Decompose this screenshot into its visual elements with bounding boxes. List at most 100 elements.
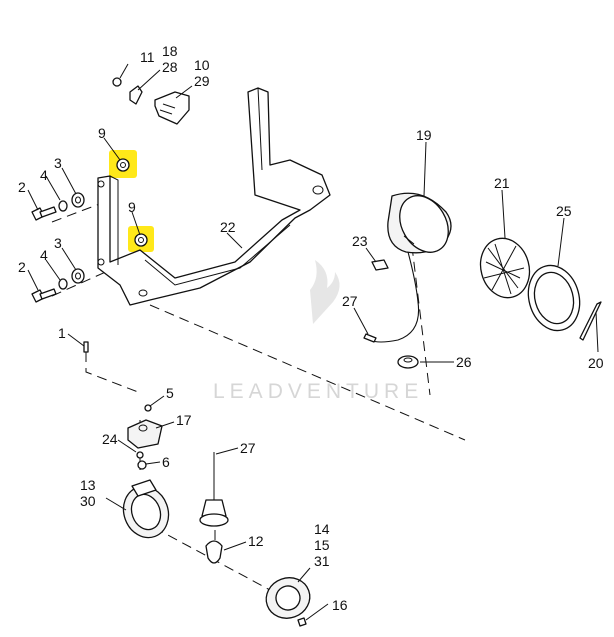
bolt-set-upper[interactable] (31, 192, 85, 221)
callout-20: 20 (588, 355, 604, 371)
callout-14: 14 (314, 521, 330, 537)
bracket-part-17 (127, 419, 163, 449)
callout-2-upper: 2 (18, 179, 26, 195)
bolt-shank (39, 206, 57, 218)
callout-13: 13 (80, 477, 96, 493)
pin-part-1[interactable] (83, 341, 89, 353)
washer-part-24 (136, 451, 144, 459)
leader-line (353, 307, 369, 335)
callout-16: 16 (332, 597, 348, 613)
leader-line (137, 69, 161, 91)
wire-terminal-part-27[interactable] (363, 333, 377, 343)
leader-line (119, 63, 129, 79)
callout-27-upper: 27 (342, 293, 358, 309)
small-nut-part-11 (112, 77, 122, 87)
screw-part-16[interactable] (297, 617, 307, 627)
leader-line (423, 141, 427, 197)
leader-line (105, 497, 127, 511)
bracket-edge (144, 224, 291, 286)
callout-26: 25 (556, 203, 572, 219)
callout-31: 31 (314, 553, 330, 569)
callout-6: 6 (162, 454, 170, 470)
callouts: 11 18 28 10 29 9 9 3 4 2 3 4 2 1 22 19 2… (18, 43, 604, 613)
assembly-line (85, 352, 139, 393)
ring-inner (533, 271, 575, 325)
leader-line (45, 259, 61, 281)
marker-lens-assembly[interactable] (260, 572, 315, 625)
flat-washer (71, 268, 85, 284)
socket-bracket-assembly[interactable] (127, 404, 163, 470)
callout-18: 18 (162, 43, 178, 59)
grommet-hole (403, 357, 413, 363)
leader-line (61, 167, 77, 195)
leader-line (215, 447, 239, 455)
assembly-line (51, 269, 111, 297)
callout-23: 23 (352, 233, 368, 249)
callout-4-lower: 4 (40, 247, 48, 263)
switch-detail (159, 103, 176, 115)
callout-21: 21 (494, 175, 510, 191)
leader-line (145, 461, 161, 465)
screw-part-20[interactable] (579, 301, 602, 341)
bolt-shank (39, 288, 57, 300)
leader-line (27, 269, 39, 291)
nut-hole (138, 237, 144, 243)
bracket-edge (257, 87, 263, 171)
housing-detail (403, 235, 415, 245)
switch-part-10 (154, 91, 190, 125)
leader-line (501, 189, 506, 239)
bulb-socket-assembly[interactable] (199, 452, 229, 527)
callout-22: 22 (220, 219, 236, 235)
bulb-part-12[interactable] (205, 540, 223, 564)
leader-line (103, 137, 121, 161)
callout-28: 28 (162, 59, 178, 75)
sealed-beam[interactable] (474, 233, 536, 303)
socket-flange (199, 513, 229, 527)
nut-part-9-lower[interactable] (134, 233, 148, 247)
clip-part-23[interactable] (371, 259, 389, 271)
bracket-edge (109, 175, 119, 265)
leader-line (149, 395, 165, 407)
watermark-text: LEADVENTURE (213, 380, 423, 403)
leader-line (305, 603, 329, 621)
assembly-line (149, 304, 466, 441)
callout-11: 11 (140, 49, 155, 65)
callout-9-lower: 9 (128, 199, 136, 215)
clip-part-18 (129, 85, 143, 105)
headlight-housing[interactable] (369, 187, 458, 343)
callout-15: 15 (314, 537, 330, 553)
leader-line (175, 85, 193, 99)
flat-washer (71, 192, 85, 208)
callout-4-upper: 4 (40, 167, 48, 183)
leader-line (365, 247, 377, 263)
leader-line (117, 439, 137, 453)
callout-3-upper: 3 (54, 155, 62, 171)
top-hardware[interactable] (112, 77, 190, 125)
callout-19: 19 (416, 127, 432, 143)
callout-1: 1 (58, 325, 66, 341)
callout-2-lower: 2 (18, 259, 26, 275)
bolt-set-lower[interactable] (31, 268, 85, 303)
bracket-hole (97, 180, 105, 188)
nut-hole (120, 162, 126, 168)
bracket-hole (312, 185, 324, 195)
callout-17: 17 (176, 412, 192, 428)
callout-29: 29 (194, 73, 210, 89)
beam-lens (479, 237, 531, 299)
watermark-flame-icon (310, 260, 340, 324)
leader-lines (27, 63, 599, 621)
leader-line (557, 217, 565, 267)
marker-tab (131, 479, 157, 497)
bracket-hole (138, 289, 148, 297)
washer-hole (75, 196, 81, 204)
headlight-bracket[interactable] (97, 87, 331, 306)
leader-line (67, 333, 85, 347)
nut-part-9-upper[interactable] (116, 158, 130, 172)
callout-25: 26 (456, 354, 472, 370)
trim-ring[interactable] (521, 260, 586, 337)
headlight-wire (369, 251, 420, 343)
marker-lamp-housing[interactable] (116, 479, 175, 544)
housing-rim (399, 195, 449, 253)
